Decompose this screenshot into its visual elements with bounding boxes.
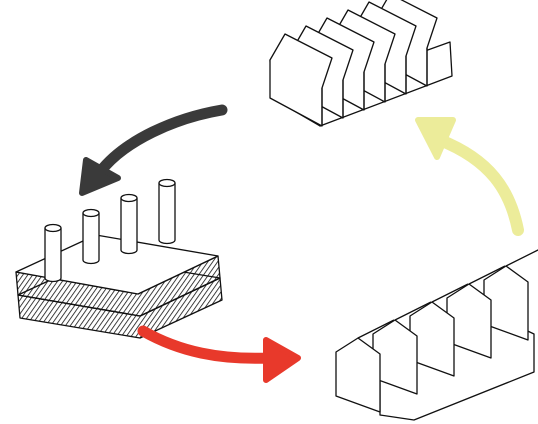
upper-plate [15, 234, 221, 317]
pins [44, 178, 176, 283]
finned-block [269, 0, 453, 127]
ridge [335, 337, 381, 413]
ridge-crest [431, 283, 469, 303]
arrow-red [137, 325, 301, 383]
pin [158, 183, 176, 245]
pin [82, 213, 100, 265]
pin [44, 228, 62, 283]
pin-stack [15, 178, 223, 339]
arrow-yellow [415, 117, 524, 236]
ridge-crest [394, 301, 432, 321]
pin [120, 198, 138, 255]
ridge-crest [468, 265, 506, 285]
ridge-crest [505, 249, 538, 267]
pin-top [120, 193, 138, 203]
pin-top [44, 223, 62, 233]
ridge-crest [357, 319, 395, 339]
ridged-block [335, 249, 538, 421]
pin-top [82, 208, 100, 218]
arrow-dark [79, 104, 228, 196]
pin-top [158, 178, 176, 188]
